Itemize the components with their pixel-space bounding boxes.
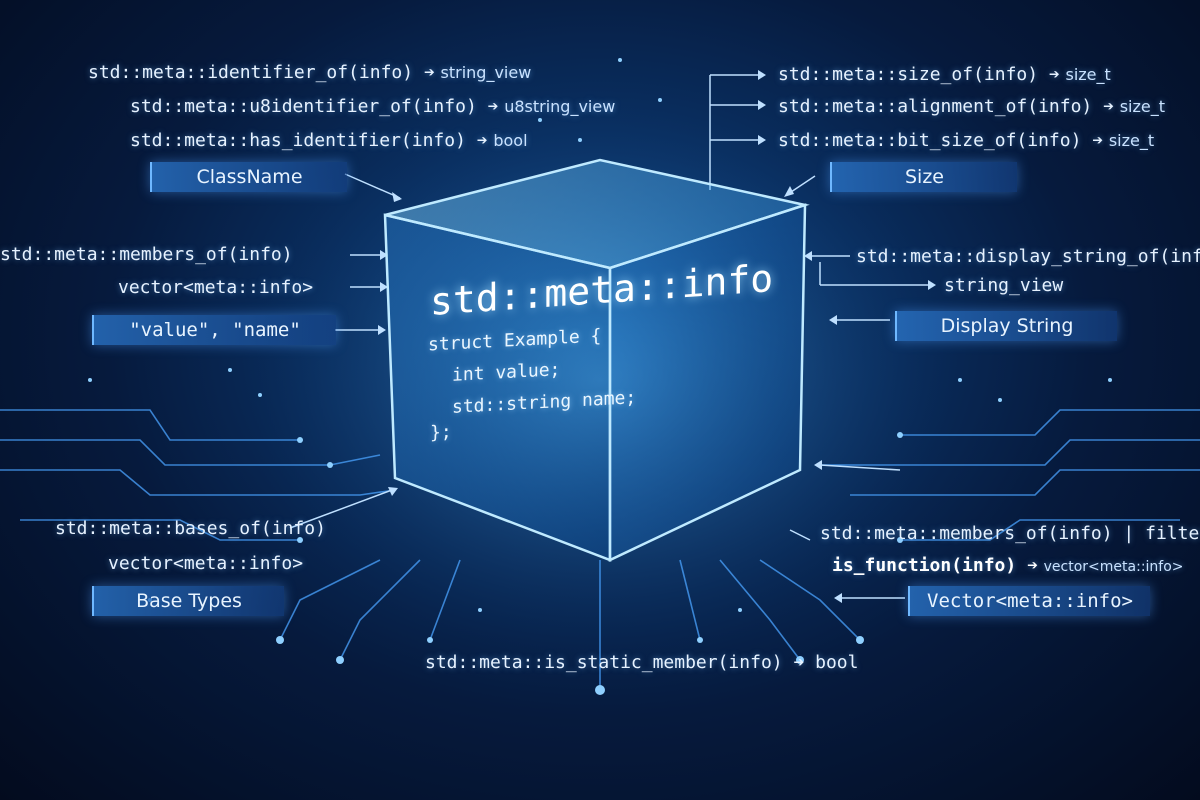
arrow-heads <box>378 70 936 603</box>
has-identifier-call: std::meta::has_identifier(info) ➔ <box>130 130 488 151</box>
identifier-of-call: std::meta::identifier_of(info) ➔ <box>88 62 435 83</box>
right-circuit-lines <box>599 409 1200 690</box>
alignment-of-call: std::meta::alignment_of(info) ➔ <box>778 96 1114 117</box>
identifier-of-label: std::meta::identifier_of(info) ➔ string_… <box>88 62 531 84</box>
u8identifier-of-call: std::meta::u8identifier_of(info) ➔ <box>130 96 499 117</box>
glass-cube <box>383 158 810 562</box>
bases-of-label: std::meta::bases_of(info) <box>55 518 326 539</box>
has-identifier-label: std::meta::has_identifier(info) ➔ bool <box>130 130 528 152</box>
classname-box: ClassName <box>150 162 347 192</box>
bit-size-of-call: std::meta::bit_size_of(info) ➔ <box>778 130 1104 151</box>
size-of-label: std::meta::size_of(info) ➔ size_t <box>778 64 1111 86</box>
bit-size-of-return: size_t <box>1108 131 1155 150</box>
base-types-box: Base Types <box>92 586 284 616</box>
size-of-call: std::meta::size_of(info) ➔ <box>778 64 1060 85</box>
is-function-label: is_function(info) ➔ vector<meta::info> <box>832 555 1184 578</box>
code-line-4: }; <box>430 421 452 444</box>
identifier-of-return: string_view <box>440 63 532 82</box>
is-function-return: vector<meta::info> <box>1043 559 1184 575</box>
display-string-box: Display String <box>895 311 1117 341</box>
members-filter-label: std::meta::members_of(info) | filter <box>820 523 1200 544</box>
members-of-return: vector<meta::info> <box>118 277 314 298</box>
u8identifier-of-label: std::meta::u8identifier_of(info) ➔ u8str… <box>130 96 615 118</box>
is-static-member-label: std::meta::is_static_member(info) ➔ bool <box>425 652 859 673</box>
connector-arrows <box>289 74 930 599</box>
size-box: Size <box>830 162 1017 192</box>
left-circuit-lines <box>0 409 461 661</box>
members-values-box: "value", "name" <box>92 315 336 345</box>
display-string-of-label: std::meta::display_string_of(info) <box>856 246 1200 267</box>
is-function-call: is_function(info) ➔ <box>832 555 1038 576</box>
bases-of-return: vector<meta::info> <box>108 553 304 574</box>
bit-size-of-label: std::meta::bit_size_of(info) ➔ size_t <box>778 130 1154 152</box>
members-of-label: std::meta::members_of(info) <box>0 244 293 265</box>
alignment-of-label: std::meta::alignment_of(info) ➔ size_t <box>778 96 1165 118</box>
vector-meta-info-box: Vector<meta::info> <box>908 586 1150 616</box>
size-of-return: size_t <box>1065 65 1111 84</box>
has-identifier-return: bool <box>493 131 528 150</box>
alignment-of-return: size_t <box>1119 97 1165 116</box>
u8identifier-of-return: u8string_view <box>504 97 616 116</box>
display-string-return: string_view <box>944 275 1064 296</box>
